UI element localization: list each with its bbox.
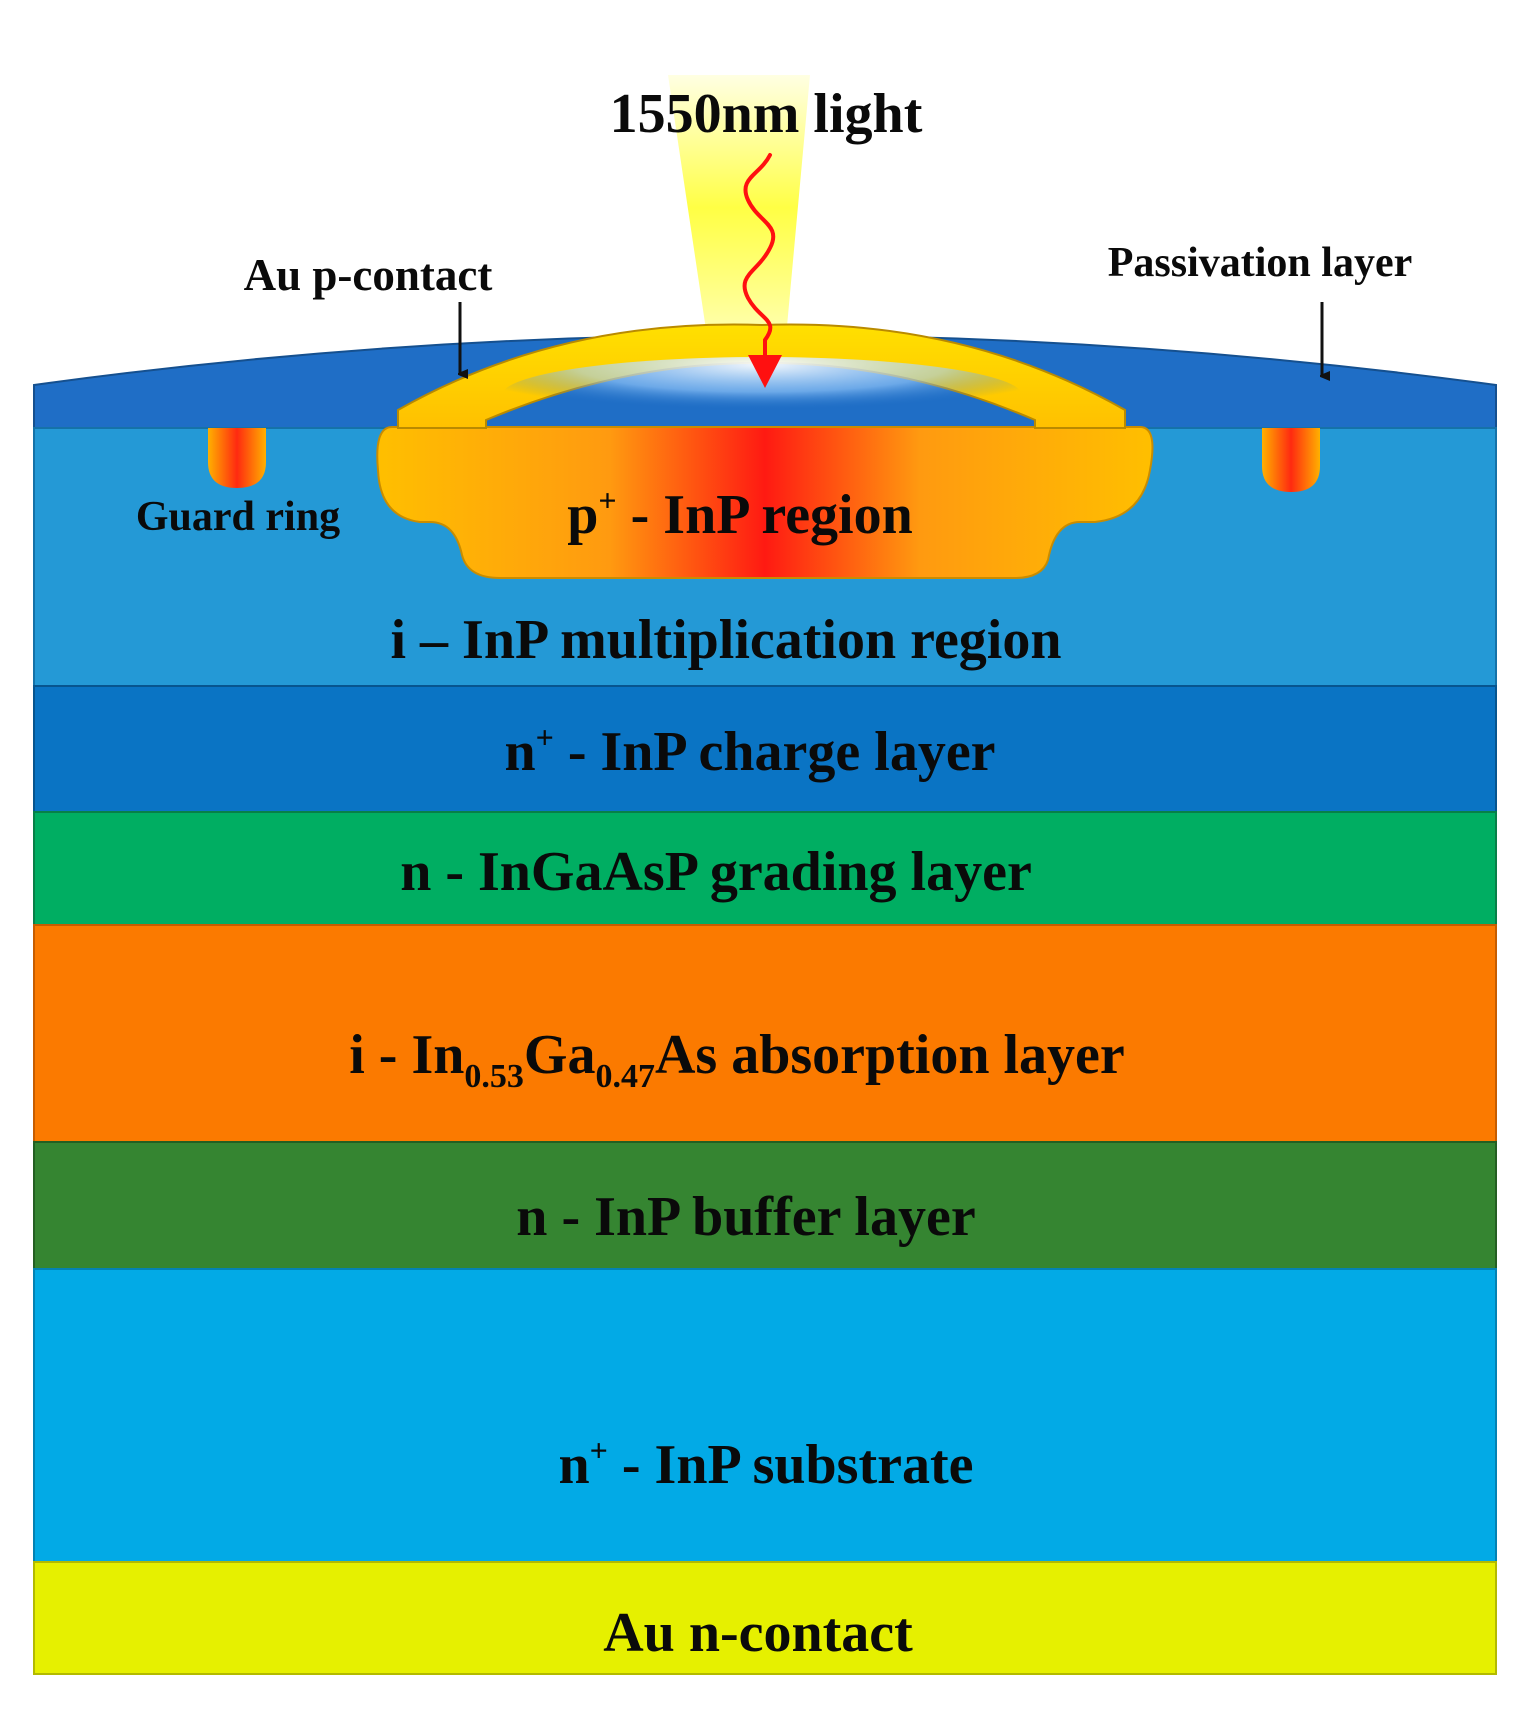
light-label: 1550nm light [610, 83, 923, 145]
charge-layer [33, 685, 1497, 813]
optical-window-glow [502, 357, 1022, 433]
guard-ring-left [208, 428, 266, 488]
passivation-layer-label: Passivation layer [1108, 240, 1412, 286]
light-beam [668, 75, 810, 370]
charge-layer-label: n+ - InP charge layer [504, 719, 995, 783]
buffer-layer-label: n - InP buffer layer [516, 1186, 975, 1248]
absorption-layer-label: i - In0.53Ga0.47As absorption layer [349, 1024, 1125, 1095]
grading-layer [33, 811, 1497, 926]
substrate-layer [33, 1268, 1497, 1563]
p-region-label: p+ - InP region [567, 482, 913, 546]
guard-ring-right [1262, 428, 1320, 492]
multiplication-layer-label: i – InP multiplication region [390, 609, 1061, 671]
n-contact-layer [33, 1561, 1497, 1675]
p-plus-region [376, 426, 1154, 579]
n-contact-label: Au n-contact [603, 1602, 913, 1664]
layer-stack [33, 427, 1497, 1675]
grading-layer-label: n - InGaAsP grading layer [400, 841, 1032, 903]
substrate-label: n+ - InP substrate [559, 1432, 974, 1496]
guard-ring-label: Guard ring [136, 494, 340, 540]
au-p-contact-label: Au p-contact [244, 250, 493, 300]
pointer-arrows [460, 302, 1322, 376]
buffer-layer [33, 1141, 1497, 1270]
photon-arrow [742, 153, 782, 388]
absorption-layer [33, 924, 1497, 1143]
